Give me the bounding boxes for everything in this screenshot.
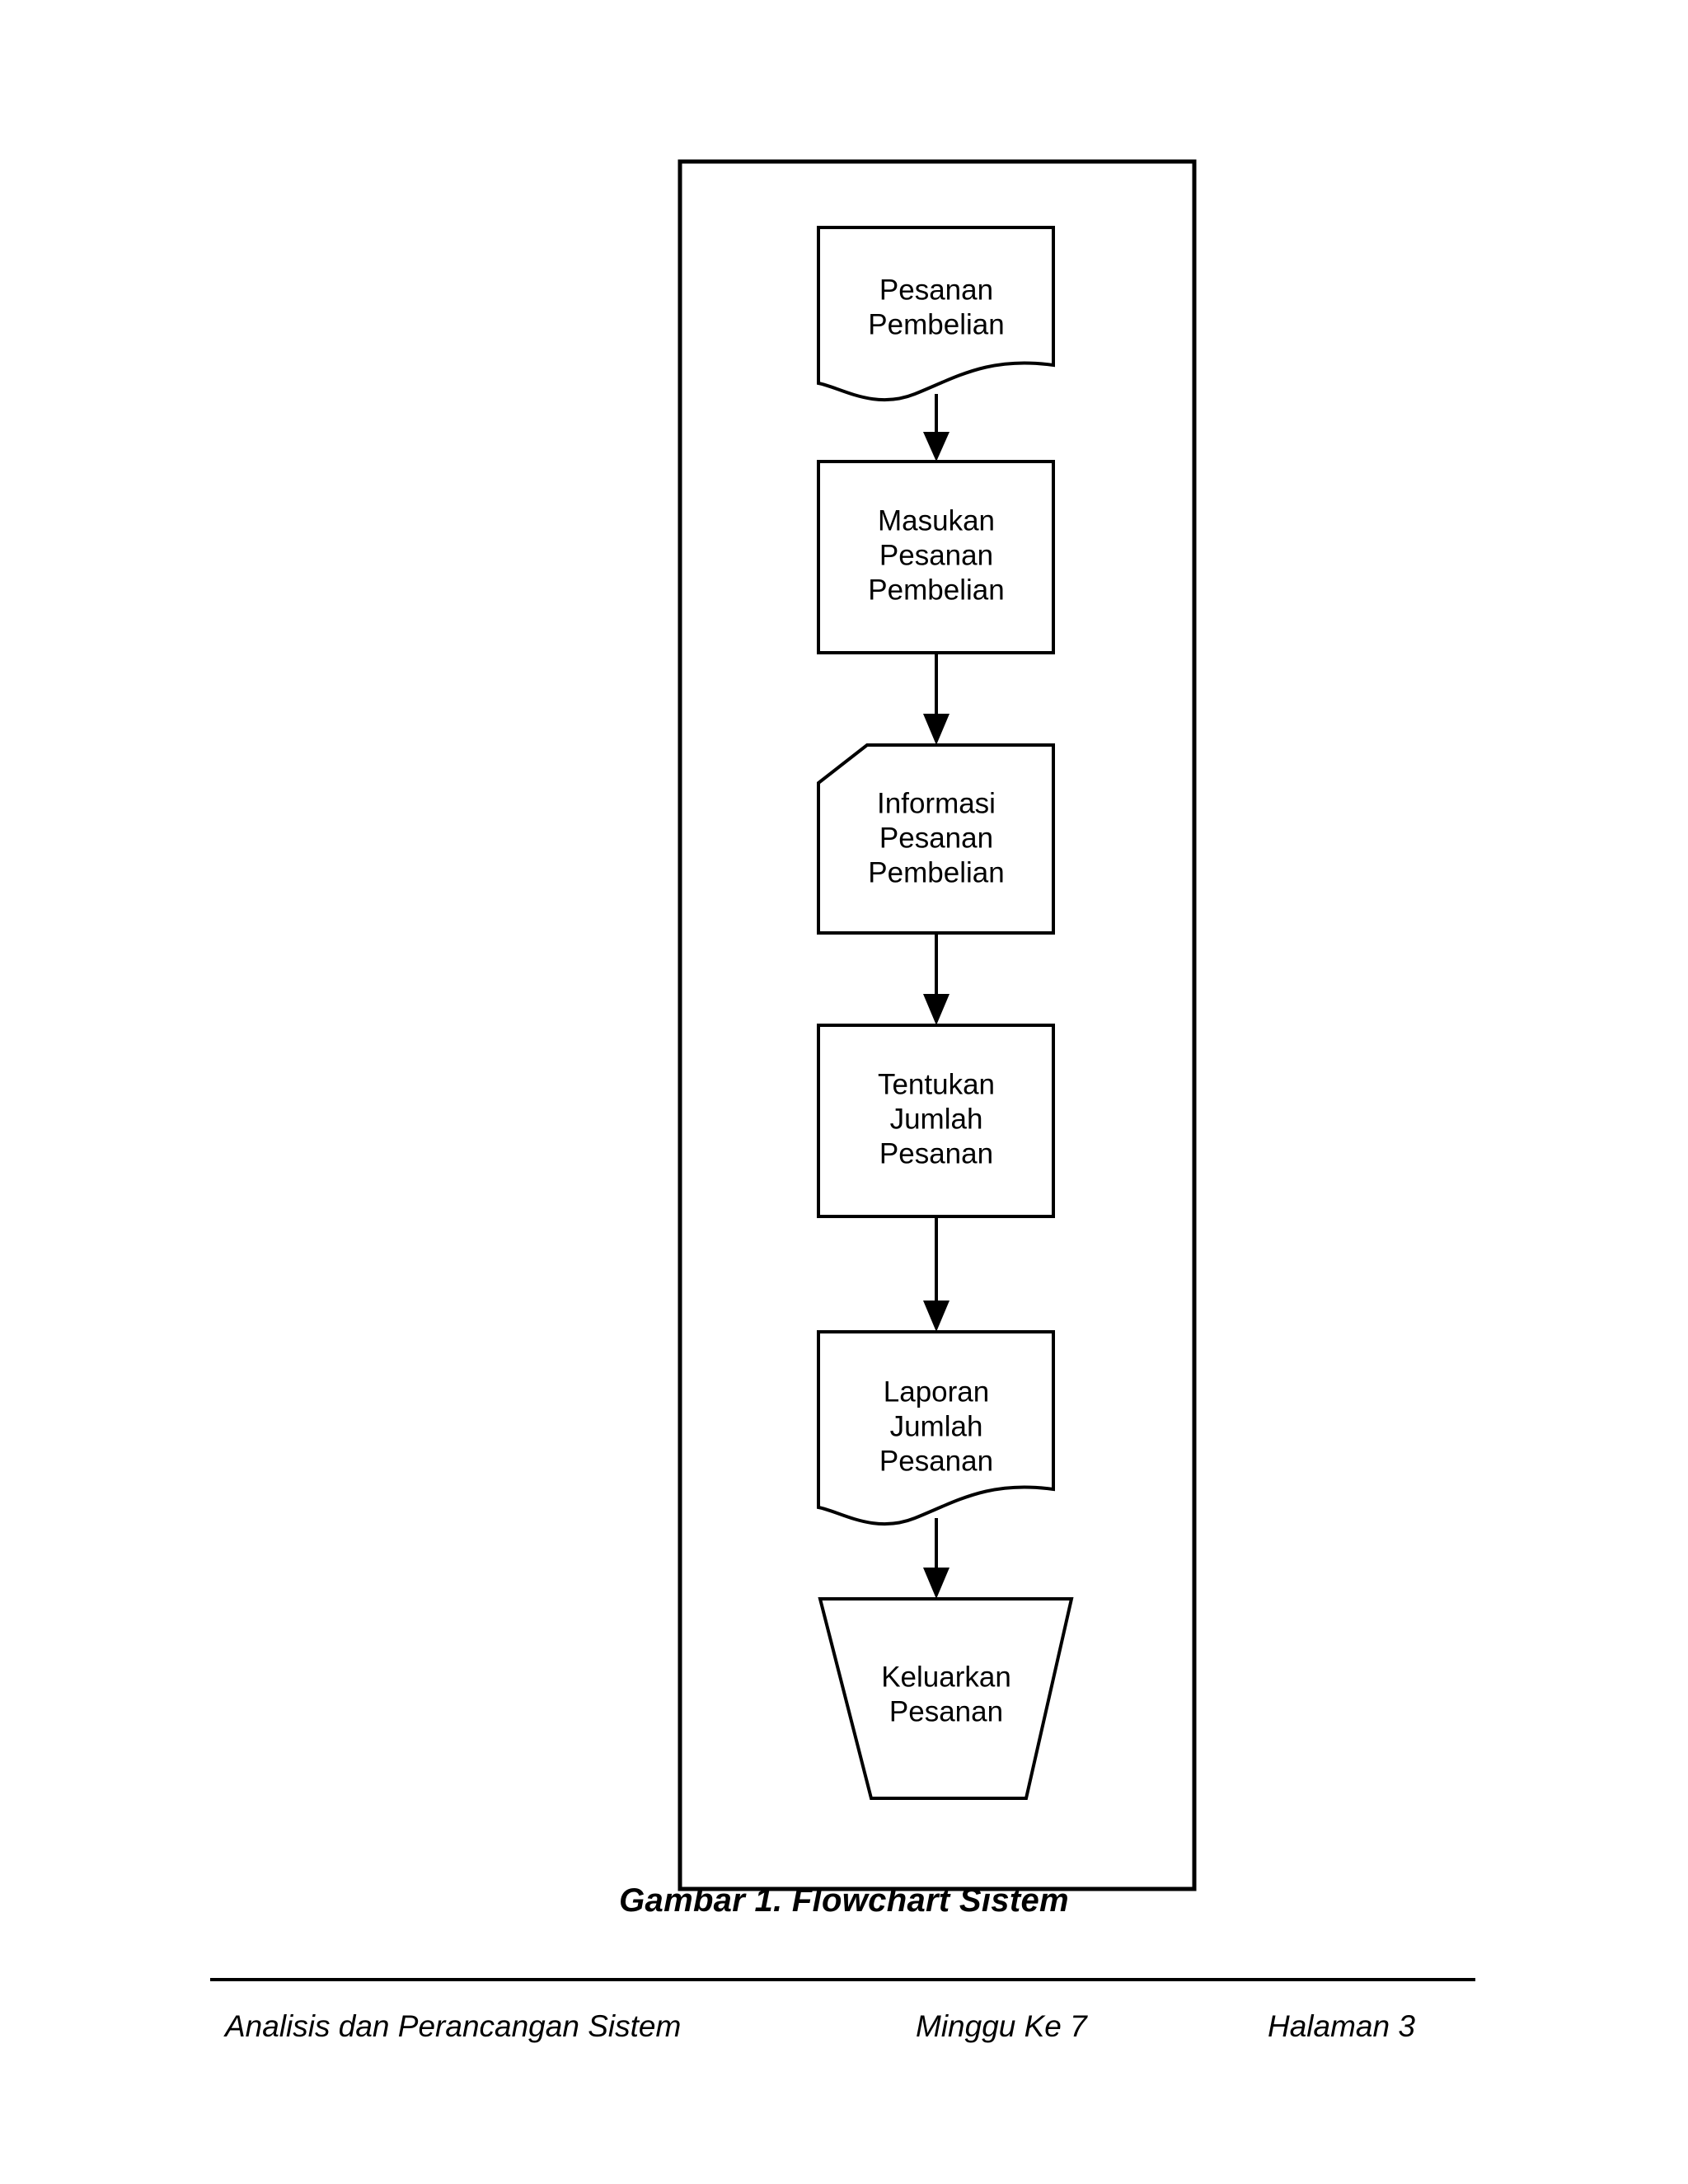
node-label-line-1: Keluarkan — [881, 1661, 1011, 1693]
connector-4 — [923, 1216, 950, 1332]
process-shape — [818, 1025, 1053, 1216]
node-label-line-2: Jumlah — [890, 1410, 983, 1442]
node-masukan-pesanan-pembelian: Masukan Pesanan Pembelian — [818, 462, 1053, 653]
node-label-line-1: Masukan — [878, 504, 995, 537]
figure-border — [678, 159, 1197, 1891]
document-shape — [818, 1332, 1053, 1524]
node-tentukan-jumlah-pesanan: Tentukan Jumlah Pesanan — [818, 1025, 1053, 1216]
node-label-line-3: Pembelian — [868, 574, 1004, 606]
node-label-line-2: Pembelian — [868, 308, 1004, 340]
page-footer: Analisis dan Perancangan Sistem Minggu K… — [0, 1978, 1688, 2126]
arrow-head-icon — [923, 432, 950, 462]
arrow-head-icon — [923, 714, 950, 745]
figure-flowchart: Pesanan Pembelian Masukan Pesanan Pembel… — [619, 159, 1197, 1919]
connector-3 — [923, 933, 950, 1025]
flowchart-canvas: Pesanan Pembelian Masukan Pesanan Pembel… — [678, 159, 1197, 1891]
footer-course-title: Analisis dan Perancangan Sistem — [225, 2009, 682, 2043]
node-label-line-2: Pesanan — [889, 1695, 1003, 1727]
node-pesanan-pembelian: Pesanan Pembelian — [818, 227, 1053, 400]
footer-page-number: Halaman 3 — [1268, 2009, 1415, 2043]
node-label-line-1: Tentukan — [878, 1068, 995, 1100]
footer-week-label: Minggu Ke 7 — [916, 2009, 1087, 2043]
footer-divider — [210, 1978, 1475, 1981]
node-label-line-2: Pesanan — [879, 822, 993, 854]
node-informasi-pesanan-pembelian: Informasi Pesanan Pembelian — [818, 745, 1053, 933]
node-keluarkan-pesanan: Keluarkan Pesanan — [820, 1599, 1071, 1798]
node-label-line-3: Pesanan — [879, 1137, 993, 1169]
node-label-line-3: Pembelian — [868, 856, 1004, 888]
connector-2 — [923, 653, 950, 745]
arrow-head-icon — [923, 1301, 950, 1332]
node-laporan-jumlah-pesanan: Laporan Jumlah Pesanan — [818, 1332, 1053, 1524]
process-shape — [818, 462, 1053, 653]
node-label-line-2: Pesanan — [879, 539, 993, 571]
document-shape — [818, 227, 1053, 400]
figure-caption: Gambar 1. Flowchart Sistem — [619, 1882, 1069, 1919]
arrow-head-icon — [923, 1568, 950, 1599]
arrow-head-icon — [923, 994, 950, 1025]
footer-row: Analisis dan Perancangan Sistem Minggu K… — [210, 2009, 1475, 2067]
node-label-line-1: Pesanan — [879, 274, 993, 306]
node-label-line-1: Laporan — [884, 1376, 989, 1408]
connector-1 — [923, 394, 950, 462]
node-label-line-2: Jumlah — [890, 1103, 983, 1135]
connector-5 — [923, 1518, 950, 1599]
manual-operation-shape — [820, 1599, 1071, 1798]
node-label-line-3: Pesanan — [879, 1445, 993, 1477]
node-label-line-1: Informasi — [877, 787, 996, 819]
